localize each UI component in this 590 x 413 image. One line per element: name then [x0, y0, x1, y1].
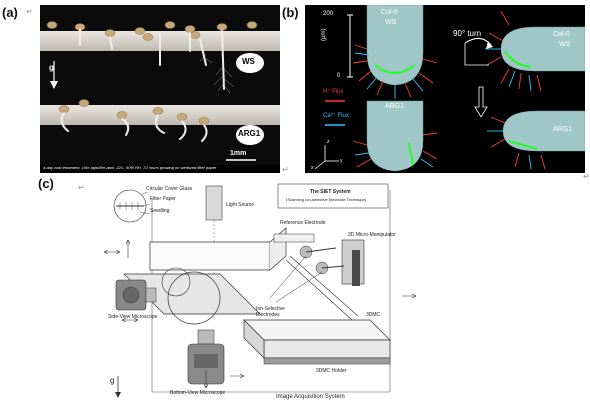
ion-selective-label: Ion-Selective Electrodes: [256, 306, 285, 318]
arg1-badge: [236, 125, 264, 145]
root-tip-colws: [366, 5, 424, 86]
paragraph-mark-icon: ↵: [78, 183, 85, 192]
cover-glass-inset: [113, 189, 151, 223]
light-source: [205, 185, 223, 221]
rotated-root-colws: [500, 26, 585, 72]
panel-c-letter: (c): [38, 176, 54, 191]
gravity-label-c: g: [110, 376, 115, 385]
right-arg1-label: ARG1: [553, 126, 573, 133]
scale-bar-label: 1mm: [230, 150, 247, 157]
bottom-view-label: Bottom-View Microscope: [170, 390, 226, 396]
seedling-photo-panel: g WS ARG1 1mm 4-day cold treatment, 16hr…: [40, 5, 280, 173]
siet-subtitle: (Scanning Ion-selective Electrode Techni…: [286, 197, 367, 202]
scale-bottom-value: 0: [337, 73, 341, 79]
ca-flux-label: Ca²⁺ Flux: [323, 113, 349, 119]
panel-a-caption: 4-day cold treatment, 16hr-light/8hr-dar…: [43, 165, 217, 170]
h-flux-label: H⁺ Flux: [323, 89, 344, 95]
bottom-view-microscope: [187, 329, 225, 385]
seedling-photo: [40, 5, 280, 173]
ws-badge: [236, 53, 264, 73]
gravity-arrow: [115, 376, 121, 398]
rotated-root-arg1: [502, 110, 585, 152]
side-view-microscope: [115, 279, 157, 311]
ws-badge-label: WS: [242, 57, 255, 66]
reference-electrode-label: Reference Electrode: [280, 220, 326, 226]
inset-title: Circular Cover Glass: [146, 186, 193, 192]
filter-paper-strip-bottom: [40, 105, 280, 125]
arg1-label: ARG1: [385, 103, 405, 110]
apparatus-drawing: [90, 180, 420, 408]
scale-top-value: 200: [323, 11, 334, 17]
paragraph-mark-icon: ↵: [583, 172, 590, 181]
axis-x-label: x: [311, 165, 314, 171]
root-tip-arg1: [366, 100, 424, 172]
right-colws-top: Col-0: [553, 31, 570, 38]
panel-b-letter: (b): [282, 5, 299, 20]
colws-label-top: Col-0: [381, 9, 398, 16]
paragraph-mark-icon: ↵: [282, 165, 289, 174]
image-acquisition-label: Image Acquisition System: [276, 394, 345, 400]
gravity-arrow: [50, 61, 58, 89]
panel-a-letter: (a): [2, 5, 18, 20]
ion-flux-images: [305, 5, 585, 173]
inset-filter-paper: Filter Paper: [150, 196, 176, 202]
siet-system-box: [277, 183, 389, 209]
colws-label-bottom: WS: [385, 19, 397, 26]
3dmc-holder-label: 3DMC Holder: [316, 368, 347, 374]
arg1-badge-label: ARG1: [238, 129, 261, 138]
paragraph-mark-icon: ↵: [26, 7, 33, 16]
3dmc-label: 3DMC: [366, 312, 381, 318]
axis-y-label: y: [340, 158, 343, 164]
micro-manipulator-label: 3D Micro-Manipulator: [348, 232, 396, 238]
scale-unit: (μm): [321, 28, 327, 41]
inset-seedling: Seedling: [150, 208, 170, 214]
siet-title: The SIET System: [310, 189, 351, 195]
turn-label: 90° turn: [453, 29, 482, 38]
axis-z-label: z: [327, 139, 330, 145]
right-colws-bottom: WS: [559, 41, 571, 48]
siet-setup-diagram: Circular Cover Glass Filter Paper Seedli…: [90, 180, 420, 408]
ion-flux-panel: 200 (μm) 0 Col-0 WS ARG1 Col-0 WS ARG1 9…: [305, 5, 585, 173]
light-source-label: Light Source: [226, 202, 255, 208]
side-view-label: Side-View Microscope: [108, 314, 158, 320]
gravity-label: g: [49, 63, 54, 72]
